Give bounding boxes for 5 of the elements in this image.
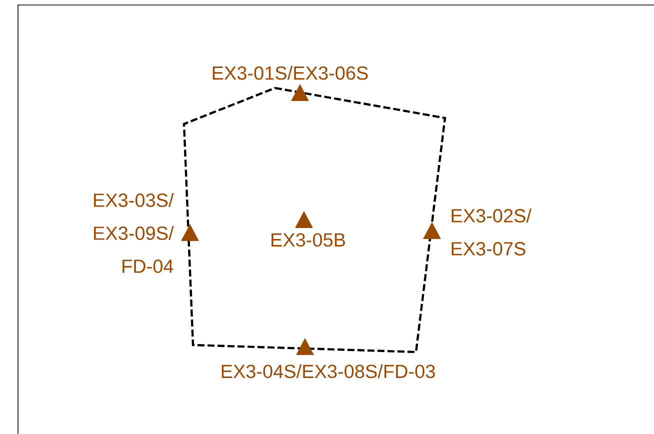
station-label: EX3-04S/EX3-08S/FD-03 — [222, 364, 435, 378]
station-label: EX3-02S/ EX3-07S — [452, 208, 532, 256]
station-label: EX3-01S/EX3-06S — [212, 66, 368, 80]
station-label: EX3-05B — [272, 233, 345, 247]
station-label: EX3-03S/ EX3-09S/ FD-04 — [94, 193, 174, 273]
